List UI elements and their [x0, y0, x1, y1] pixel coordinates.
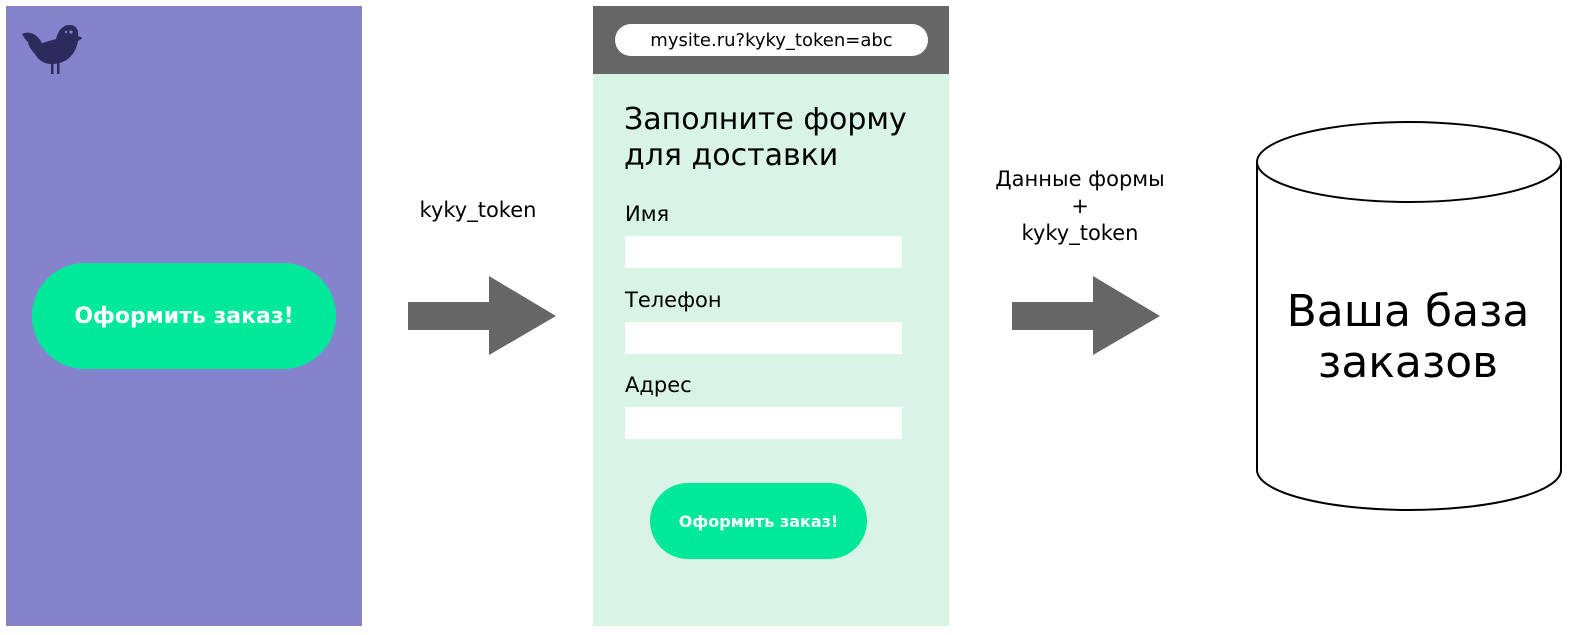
form-title: Заполните форму для доставки	[624, 102, 907, 173]
app-order-button[interactable]: Оформить заказ!	[32, 263, 336, 369]
database-label: Ваша база заказов	[1258, 286, 1558, 388]
step2-label-line: +	[1071, 194, 1089, 218]
phone-input[interactable]	[625, 322, 902, 354]
name-input[interactable]	[625, 236, 902, 268]
database-cylinder-icon	[1256, 121, 1562, 511]
bird-logo-icon	[22, 25, 82, 74]
step2-label-line: Данные формы	[995, 167, 1165, 191]
address-input[interactable]	[625, 407, 902, 439]
name-label: Имя	[625, 202, 670, 226]
address-label: Адрес	[625, 373, 692, 397]
step2-label-line: kyky_token	[1021, 221, 1139, 245]
form-submit-button[interactable]: Оформить заказ!	[650, 483, 867, 559]
database-label-line: заказов	[1317, 337, 1499, 388]
database-label-line: Ваша база	[1286, 286, 1530, 337]
app-screen: Оформить заказ!	[6, 6, 362, 626]
step1-label: kyky_token	[419, 198, 537, 222]
url-field[interactable]: mysite.ru?kyky_token=abc	[615, 24, 928, 56]
right-arrow-icon	[408, 276, 556, 355]
phone-label: Телефон	[625, 288, 722, 312]
right-arrow-icon	[1012, 276, 1160, 355]
step2-label: Данные формы + kyky_token	[960, 166, 1200, 247]
browser-address-bar: mysite.ru?kyky_token=abc	[593, 6, 949, 74]
web-form-screen: mysite.ru?kyky_token=abc Заполните форму…	[593, 6, 949, 626]
